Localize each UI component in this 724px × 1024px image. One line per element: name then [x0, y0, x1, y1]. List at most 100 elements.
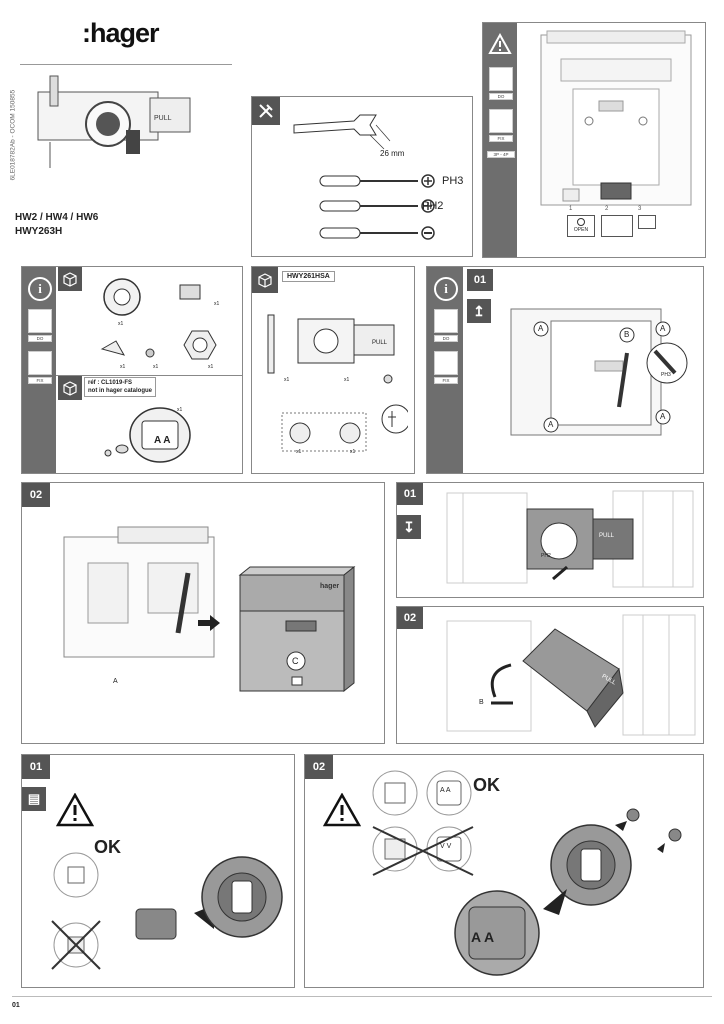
box-icon [58, 267, 82, 291]
remove-front-icon: ↥ [467, 299, 491, 323]
do-box-icon [434, 309, 458, 333]
key-install-illustration [454, 808, 682, 976]
info-icon: i [28, 277, 52, 301]
callout-2: 2 [605, 206, 609, 212]
fix-box-icon [434, 351, 458, 375]
screwdriver-ph2-label: PH2 [422, 200, 444, 212]
svg-text:PULL: PULL [154, 115, 172, 122]
breaker-front-illustration [540, 30, 692, 206]
product-illustration: PULL [37, 75, 191, 168]
kit-content-panel: i DO FIX x1 x1 x1 x1 x1 réf : CL1019-FS … [21, 266, 243, 474]
box-icon-2 [58, 376, 82, 400]
do-label: DO [489, 93, 513, 100]
external-ref-line1: réf : CL1019-FS [88, 380, 133, 386]
orientation-compare-illustration [372, 770, 474, 876]
info-icon: i [434, 277, 458, 301]
tool-ph2-label: PH2 [541, 553, 551, 559]
mount-rotate-illustration [446, 614, 696, 736]
kit-qty-5: x1 [208, 364, 214, 370]
hwy-qty-2: x1 [344, 377, 350, 383]
panel-divider [463, 267, 465, 473]
warning-icon [323, 793, 361, 827]
flat-screwdriver-icon [319, 226, 435, 240]
tools-panel: 26 mm PH3 PH2 [251, 96, 473, 257]
kit-divider [56, 375, 242, 376]
kit-qty-1: x1 [118, 321, 124, 327]
poles-label: 3P - 4P [487, 151, 515, 158]
doc-ref-code: 6LE018782Ab - OCOM 150855 [9, 89, 17, 181]
model-line-2: HWY263H [15, 226, 63, 237]
marker-b: B [624, 330, 630, 339]
marker-a-1: A [538, 324, 544, 333]
step-mount-rotate-panel: 02 A B PULL [113, 606, 704, 744]
do-box-icon [28, 309, 52, 333]
header-rule [20, 64, 232, 65]
marker-a-2: A [660, 324, 666, 333]
marker-a-3: A [548, 420, 554, 429]
ok-label: OK [473, 775, 500, 795]
model-line-1: HW2 / HW4 / HW6 [15, 212, 99, 223]
door-icon: ▤ [22, 787, 46, 811]
step-front-panel: 02 hager C [21, 482, 385, 744]
fix-box-icon [28, 351, 52, 375]
page-number: 01 [12, 1002, 20, 1009]
mount-icon: ↧ [397, 515, 421, 539]
tool-ph3-label: PH3 [661, 372, 671, 378]
step-number: 02 [305, 755, 333, 779]
screwdriver-ph3-icon [319, 174, 435, 188]
step-number: 02 [397, 607, 423, 629]
mount-pull-label: PULL [599, 533, 615, 539]
brand-logo: :hager [82, 18, 160, 48]
warning-icon [488, 33, 512, 54]
external-ref-line2: not in hager catalogue [88, 388, 153, 394]
do-label: DO [28, 335, 52, 342]
step-mount-panel: 01 ↧ PULL PH2 [396, 482, 704, 598]
open-indicator: OPEN [567, 215, 595, 237]
box-icon [252, 267, 278, 293]
wrench-size: 26 mm [380, 149, 405, 158]
step-number: 01 [397, 483, 423, 505]
screwdriver-ph2-icon [319, 199, 435, 213]
lock-indicator [638, 215, 656, 229]
step-number: 01 [467, 269, 493, 291]
marker-b: B [479, 699, 484, 706]
breaker-overview-panel: DO FIX 3P - 4P 1 2 3 OPEN [482, 22, 706, 258]
fix-label: FIX [28, 377, 52, 384]
step-number: 01 [22, 755, 50, 779]
arrow-right-icon [198, 615, 220, 631]
vv-small-label: V V [440, 843, 452, 850]
hwy-qty-4: x1 [350, 449, 356, 455]
kit-qty-6: x1 [177, 407, 183, 413]
breaker-remove-illustration [510, 308, 688, 436]
key-cylinder-aa: A A [154, 435, 171, 446]
kit-qty-4: x1 [153, 364, 159, 370]
spring-indicator [601, 215, 633, 237]
wrench-icon [293, 114, 391, 150]
step-number: 02 [22, 483, 50, 507]
external-ref-note: réf : CL1019-FS not in hager catalogue [84, 377, 157, 397]
hwy-pull-label: PULL [372, 340, 388, 346]
breaker-internal-illustration [63, 526, 215, 658]
ok-label: OK [94, 837, 121, 857]
do-box-icon [489, 67, 513, 91]
hwy261hsa-panel: HWY261HSA PULL x1 x1 x1 x1 [251, 266, 415, 474]
callout-3: 3 [638, 206, 642, 212]
fix-box-icon [489, 109, 513, 133]
marker-a-4: A [660, 412, 666, 421]
tools-icon [252, 97, 280, 125]
interlock-parts-illustration [267, 314, 408, 452]
front-brand: hager [320, 583, 340, 590]
aa-big-label: A A [471, 929, 495, 945]
marker-c: C [292, 656, 299, 666]
step-key-install-panel: 02 A A V V OK A A [304, 754, 704, 988]
hwy-qty-1: x1 [284, 377, 290, 383]
kit-qty-2: x1 [214, 301, 220, 307]
footer-rule [12, 996, 712, 997]
callout-1: 1 [569, 206, 573, 212]
step-remove-screws-panel: i DO FIX 01 ↥ A B A A A PH3 [426, 266, 704, 474]
kit-qty-3: x1 [120, 364, 126, 370]
hwy-title: HWY261HSA [282, 271, 335, 282]
key-cylinder-illustration [104, 407, 191, 463]
hwy-qty-3: x1 [296, 449, 302, 455]
do-label: DO [434, 335, 458, 342]
